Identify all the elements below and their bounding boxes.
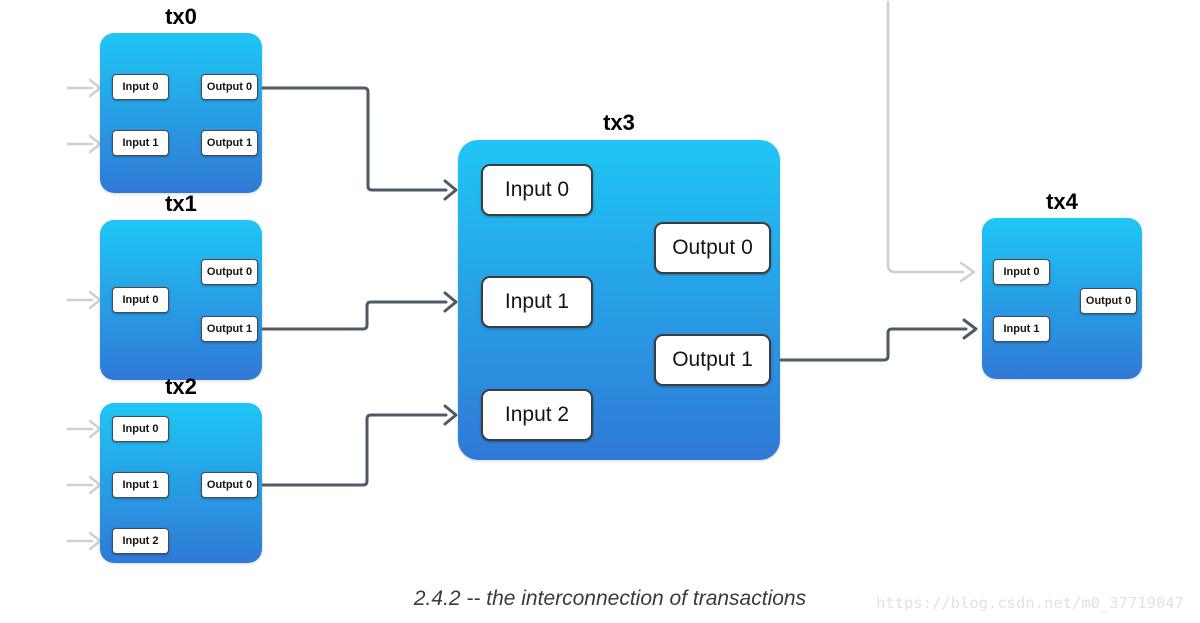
node-title-tx0: tx0 — [165, 4, 197, 29]
port-tx1-input0: Input 0 — [112, 287, 169, 313]
connector-tx0-out0-to-tx3-in0 — [256, 86, 448, 192]
node-title-tx3: tx3 — [603, 110, 635, 135]
node-tx4: Input 0 Input 1 Output 0 — [982, 218, 1142, 379]
connector-tx2-out0-to-tx3-in2 — [256, 413, 448, 487]
port-tx4-output0: Output 0 — [1080, 288, 1137, 314]
port-tx0-output1: Output 1 — [201, 130, 258, 156]
connector-tx1-out1-to-tx3-in1 — [256, 300, 448, 331]
connector-offscreen-to-tx4-in0 — [886, 0, 965, 274]
figure-caption: 2.4.2 -- the interconnection of transact… — [413, 587, 807, 610]
port-tx2-input0: Input 0 — [112, 416, 169, 442]
port-tx4-input0: Input 0 — [993, 259, 1050, 285]
arrowhead-tx4-in1-icon — [962, 318, 978, 340]
arrowhead-tx3-in1-icon — [443, 291, 458, 313]
port-tx2-input1: Input 1 — [112, 472, 169, 498]
watermark-url: https://blog.csdn.net/m0_37719047 — [876, 594, 1184, 612]
node-tx2: Input 0 Input 1 Output 0 Input 2 — [100, 403, 262, 563]
connector-tx3-out1-to-tx4-in1 — [770, 327, 968, 362]
port-tx3-input0: Input 0 — [481, 164, 593, 216]
port-tx3-output1: Output 1 — [654, 334, 771, 386]
arrowhead-tx4-in0-icon — [959, 261, 976, 283]
port-tx0-input0: Input 0 — [112, 74, 169, 100]
arrowhead-tx3-in0-icon — [443, 179, 458, 201]
node-tx1: Output 0 Input 0 Output 1 — [100, 220, 262, 380]
node-tx3: Input 0 Input 1 Input 2 Output 0 Output … — [458, 140, 780, 460]
port-tx3-input2: Input 2 — [481, 389, 593, 441]
port-tx3-output0: Output 0 — [654, 222, 771, 274]
node-title-tx2: tx2 — [165, 374, 197, 399]
port-tx0-input1: Input 1 — [112, 130, 169, 156]
port-tx2-input2: Input 2 — [112, 528, 169, 554]
node-tx0: Input 0 Input 1 Output 0 Output 1 — [100, 33, 262, 193]
port-tx2-output0: Output 0 — [201, 472, 258, 498]
port-tx3-input1: Input 1 — [481, 276, 593, 328]
node-title-tx4: tx4 — [1046, 189, 1078, 214]
node-title-tx1: tx1 — [165, 191, 197, 216]
arrowhead-tx3-in2-icon — [443, 404, 458, 426]
port-tx1-output1: Output 1 — [201, 316, 258, 342]
port-tx1-output0: Output 0 — [201, 259, 258, 285]
port-tx0-output0: Output 0 — [201, 74, 258, 100]
port-tx4-input1: Input 1 — [993, 316, 1050, 342]
